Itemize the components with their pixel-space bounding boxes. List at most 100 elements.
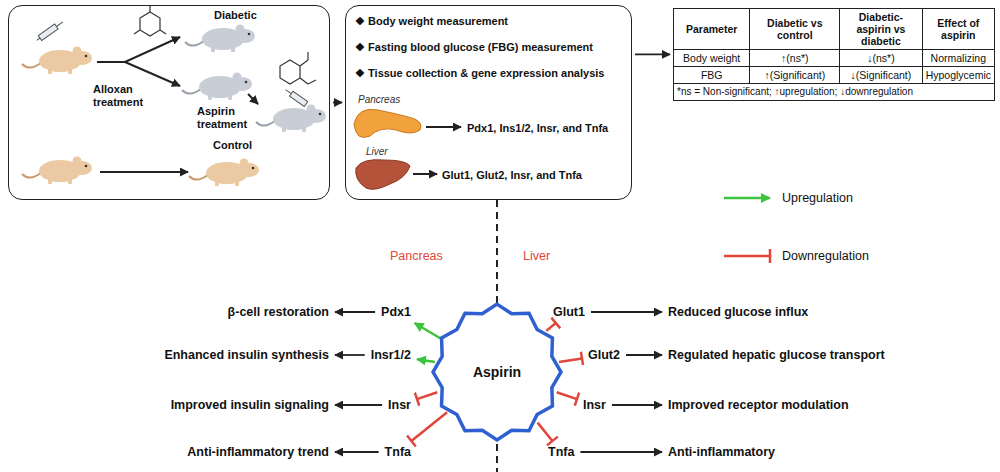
outcome-label-text: Regulated hepatic glucose transport [668,348,885,362]
table-cell: Diabetic vs control [750,9,840,50]
gene-label: Glut1 [550,304,588,320]
table-cell-text: Diabetic-aspirin vs diabetic [856,11,905,47]
groups-panel: DiabeticAlloxan treatmentAspirin treatme… [8,5,330,200]
connector [546,323,556,331]
table-cell-text: ↓(Significant) [851,69,912,81]
outcome-label-text: Anti-inflammatory [668,445,775,459]
connector [333,102,342,104]
table-cell: ↑(ns*) [750,50,840,67]
table-cell: Normalizing [922,50,994,67]
connector [626,354,662,356]
outcome-label-text: Improved receptor modulation [668,398,849,412]
gene-label: Pdx1 [378,304,414,320]
outcome-label: Reduced glucose influx [665,304,811,320]
table-cell: ↑(Significant) [750,67,840,84]
table-note-text: *ns = Non-significant; ↑upregulation; ↓d… [677,86,913,97]
pancreas-drawing [354,109,421,137]
legend-text: Upregulation [782,191,853,205]
connector [335,404,382,406]
table-cell: Diabetic-aspirin vs diabetic [840,9,922,50]
liver-drawing [356,160,410,190]
section-label: Liver [523,249,550,263]
connector [580,451,662,453]
connector [557,392,577,399]
table-cell-text: Normalizing [931,52,986,64]
legend-entry: Upregulation [722,190,853,206]
legend-text: Downregulation [782,249,869,263]
table-cell-text: Parameter [686,23,737,35]
gene-label: Glut2 [585,347,623,363]
connector [335,354,365,356]
outcome-label-text: Anti-inflammatory trend [187,445,329,459]
methods-panel: ❖ Body weight measurement❖ Fasting blood… [345,5,632,200]
section-label-text: Liver [523,249,550,263]
outcome-label: Anti-inflammatory trend [184,444,332,460]
table-cell: FBG [674,67,750,84]
table-cell: ↓(ns*) [840,50,922,67]
table-cell-text: ↑(ns*) [781,52,808,64]
outcome-label: Enhanced insulin synthesis [161,347,332,363]
rats [22,25,326,187]
gene-label: Tnfa [545,444,577,460]
panel-text: Pancreas [358,94,400,106]
outcome-label-text: β-cell restoration [228,305,329,319]
connector [411,412,447,441]
legend-entry: Downregulation [722,248,869,264]
gene-label-text: Glut2 [588,348,620,362]
table-cell-text: Diabetic vs control [767,17,822,41]
table-cell-text: Hypoglycemic [926,69,991,81]
connector [612,404,662,406]
results-table: Parameter Diabetic vs control Diabetic-asp… [673,8,995,101]
outcome-label: Anti-inflammatory [665,444,778,460]
arrows [97,37,461,174]
table-note: *ns = Non-significant; ↑upregulation; ↓d… [674,84,995,101]
panel-text: ❖ Body weight measurement [355,15,627,28]
gene-label: Insr [385,397,414,413]
panel-text: Aspirin treatment [197,105,255,131]
gene-label-text: Pdx1 [381,305,411,319]
outcome-label-text: Improved insulin signaling [171,398,329,412]
table-cell: Effect of aspirin [922,9,994,50]
connector [415,323,443,340]
panel-text: Pdx1, Ins1/2, Insr, and Tnfa [467,122,608,135]
connector [417,359,435,362]
connector [635,54,670,56]
table-cell-text: FBG [701,69,723,81]
connector [335,311,375,313]
panel-text: Glut1, Glut2, Insr, and Tnfa [442,169,582,182]
table-cell: ↓(Significant) [840,67,922,84]
gene-label-text: Insr1/2 [371,348,411,362]
gene-label: Tnfa [382,444,414,460]
table-grid: Parameter Diabetic vs control Diabetic-asp… [673,8,995,101]
connector [538,423,553,441]
legend-sample [722,248,774,264]
gene-label-text: Glut1 [553,305,585,319]
gene-label: Insr [580,397,609,413]
legend-sample [722,190,774,206]
table-cell: Parameter [674,9,750,50]
dashed-axis [496,444,498,472]
gene-label-text: Insr [583,398,606,412]
table-cell: Hypoglycemic [922,67,994,84]
section-label-text: Pancreas [390,249,443,263]
star-text: Aspirin [473,364,521,380]
section-label: Pancreas [390,249,443,263]
connector [335,451,379,453]
panel-text: Control [213,139,252,152]
aspirin-star: Aspirin [431,302,563,442]
table-cell-text: Body weight [683,52,740,64]
gene-label-text: Tnfa [385,445,411,459]
panel-text: Alloxan treatment [93,83,151,109]
gene-label-text: Insr [388,398,411,412]
table-cell-text: Effect of aspirin [937,17,979,41]
outcome-label: β-cell restoration [225,304,332,320]
table-cell-text: ↑(Significant) [764,69,825,81]
connector [417,392,437,399]
outcome-label-text: Enhanced insulin synthesis [164,348,329,362]
connector [591,311,662,313]
connector [559,359,582,363]
outcome-label: Improved receptor modulation [665,397,852,413]
connector [496,200,498,304]
table-cell-text: ↓(ns*) [867,52,894,64]
table-cell: Body weight [674,50,750,67]
